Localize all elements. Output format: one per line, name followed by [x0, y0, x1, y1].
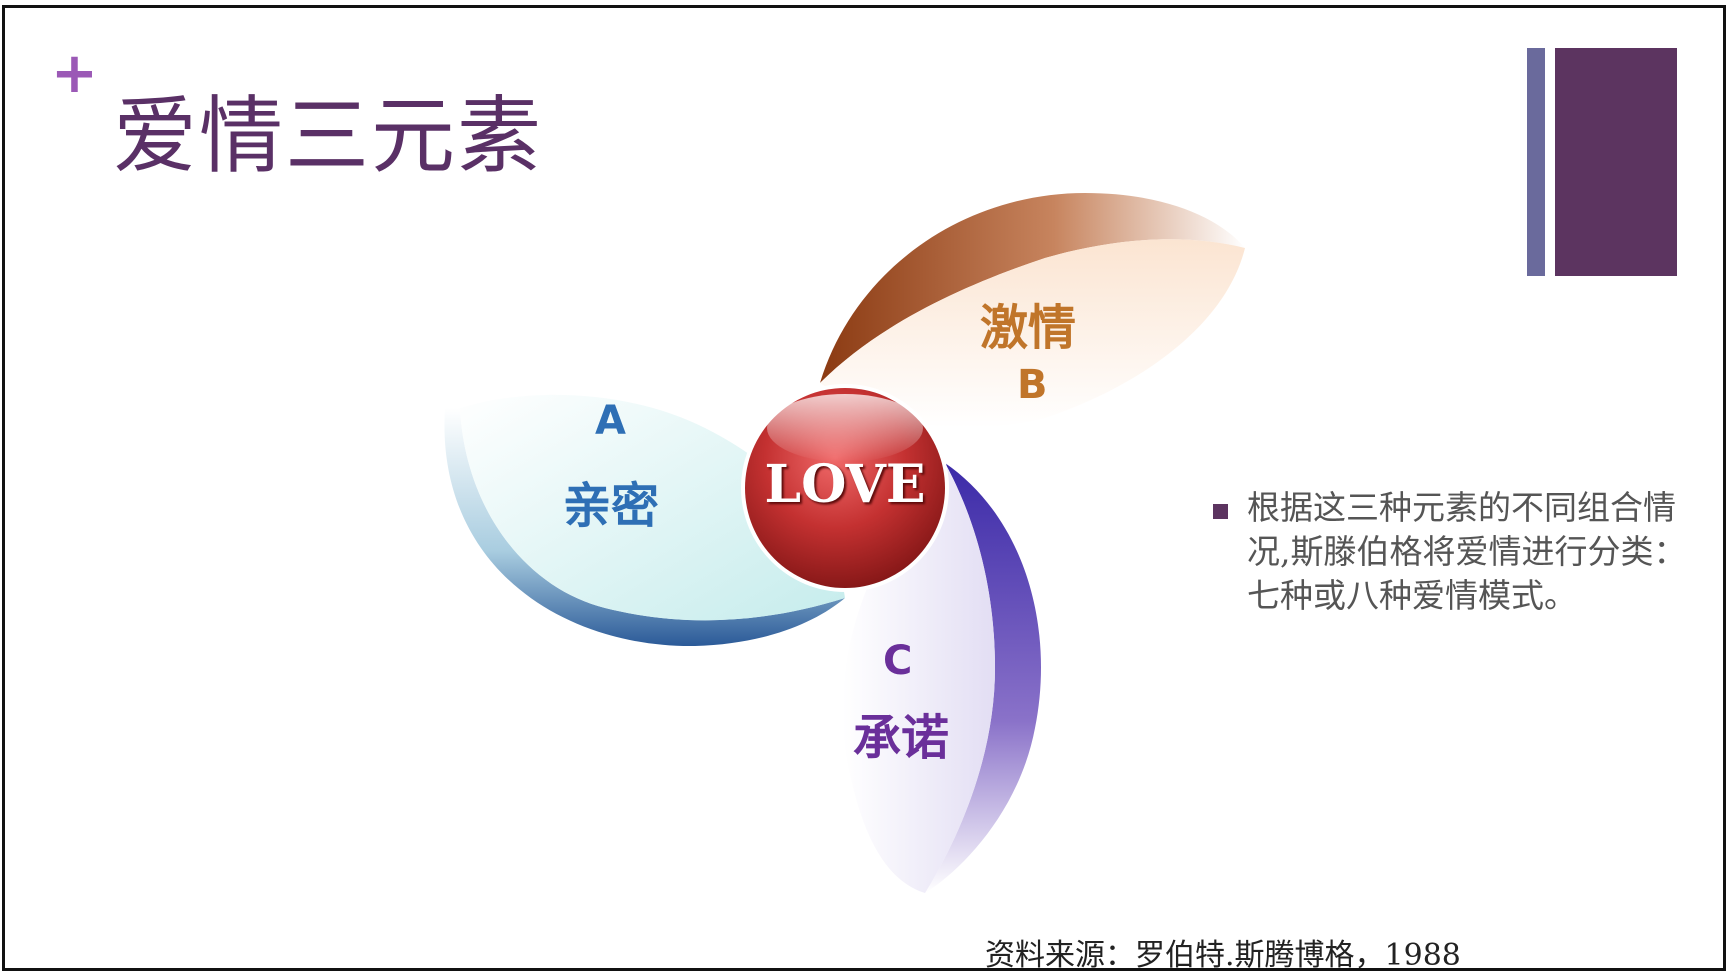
arc-passion [820, 193, 1245, 428]
center-love-label: LOVE [764, 454, 926, 515]
love-sphere [741, 384, 949, 592]
element-b-name: 激情 [980, 300, 1077, 356]
slide-title: 爱情三元素 [113, 87, 544, 185]
source-citation: 资料来源：罗伯特.斯腾博格，1988 [985, 938, 1461, 971]
element-c-name: 承诺 [853, 710, 950, 766]
element-a-name: 亲密 [563, 478, 660, 534]
arc-intimacy [444, 394, 845, 647]
decorative-bar-thin [1527, 48, 1545, 276]
love-triangle-diagram [444, 193, 1245, 893]
element-b-letter: B [1017, 362, 1048, 408]
decorative-bar-thick [1555, 48, 1677, 276]
bullet-text: 根据这三种元素的不同组合情况,斯滕伯格将爱情进行分类：七种或八种爱情模式。 [1247, 488, 1687, 615]
plus-icon: + [51, 41, 98, 106]
element-c-letter: C [883, 638, 913, 684]
slide: + 爱情三元素 [2, 5, 1726, 971]
bullet-square-icon [1213, 504, 1228, 519]
element-a-letter: A [595, 398, 626, 444]
